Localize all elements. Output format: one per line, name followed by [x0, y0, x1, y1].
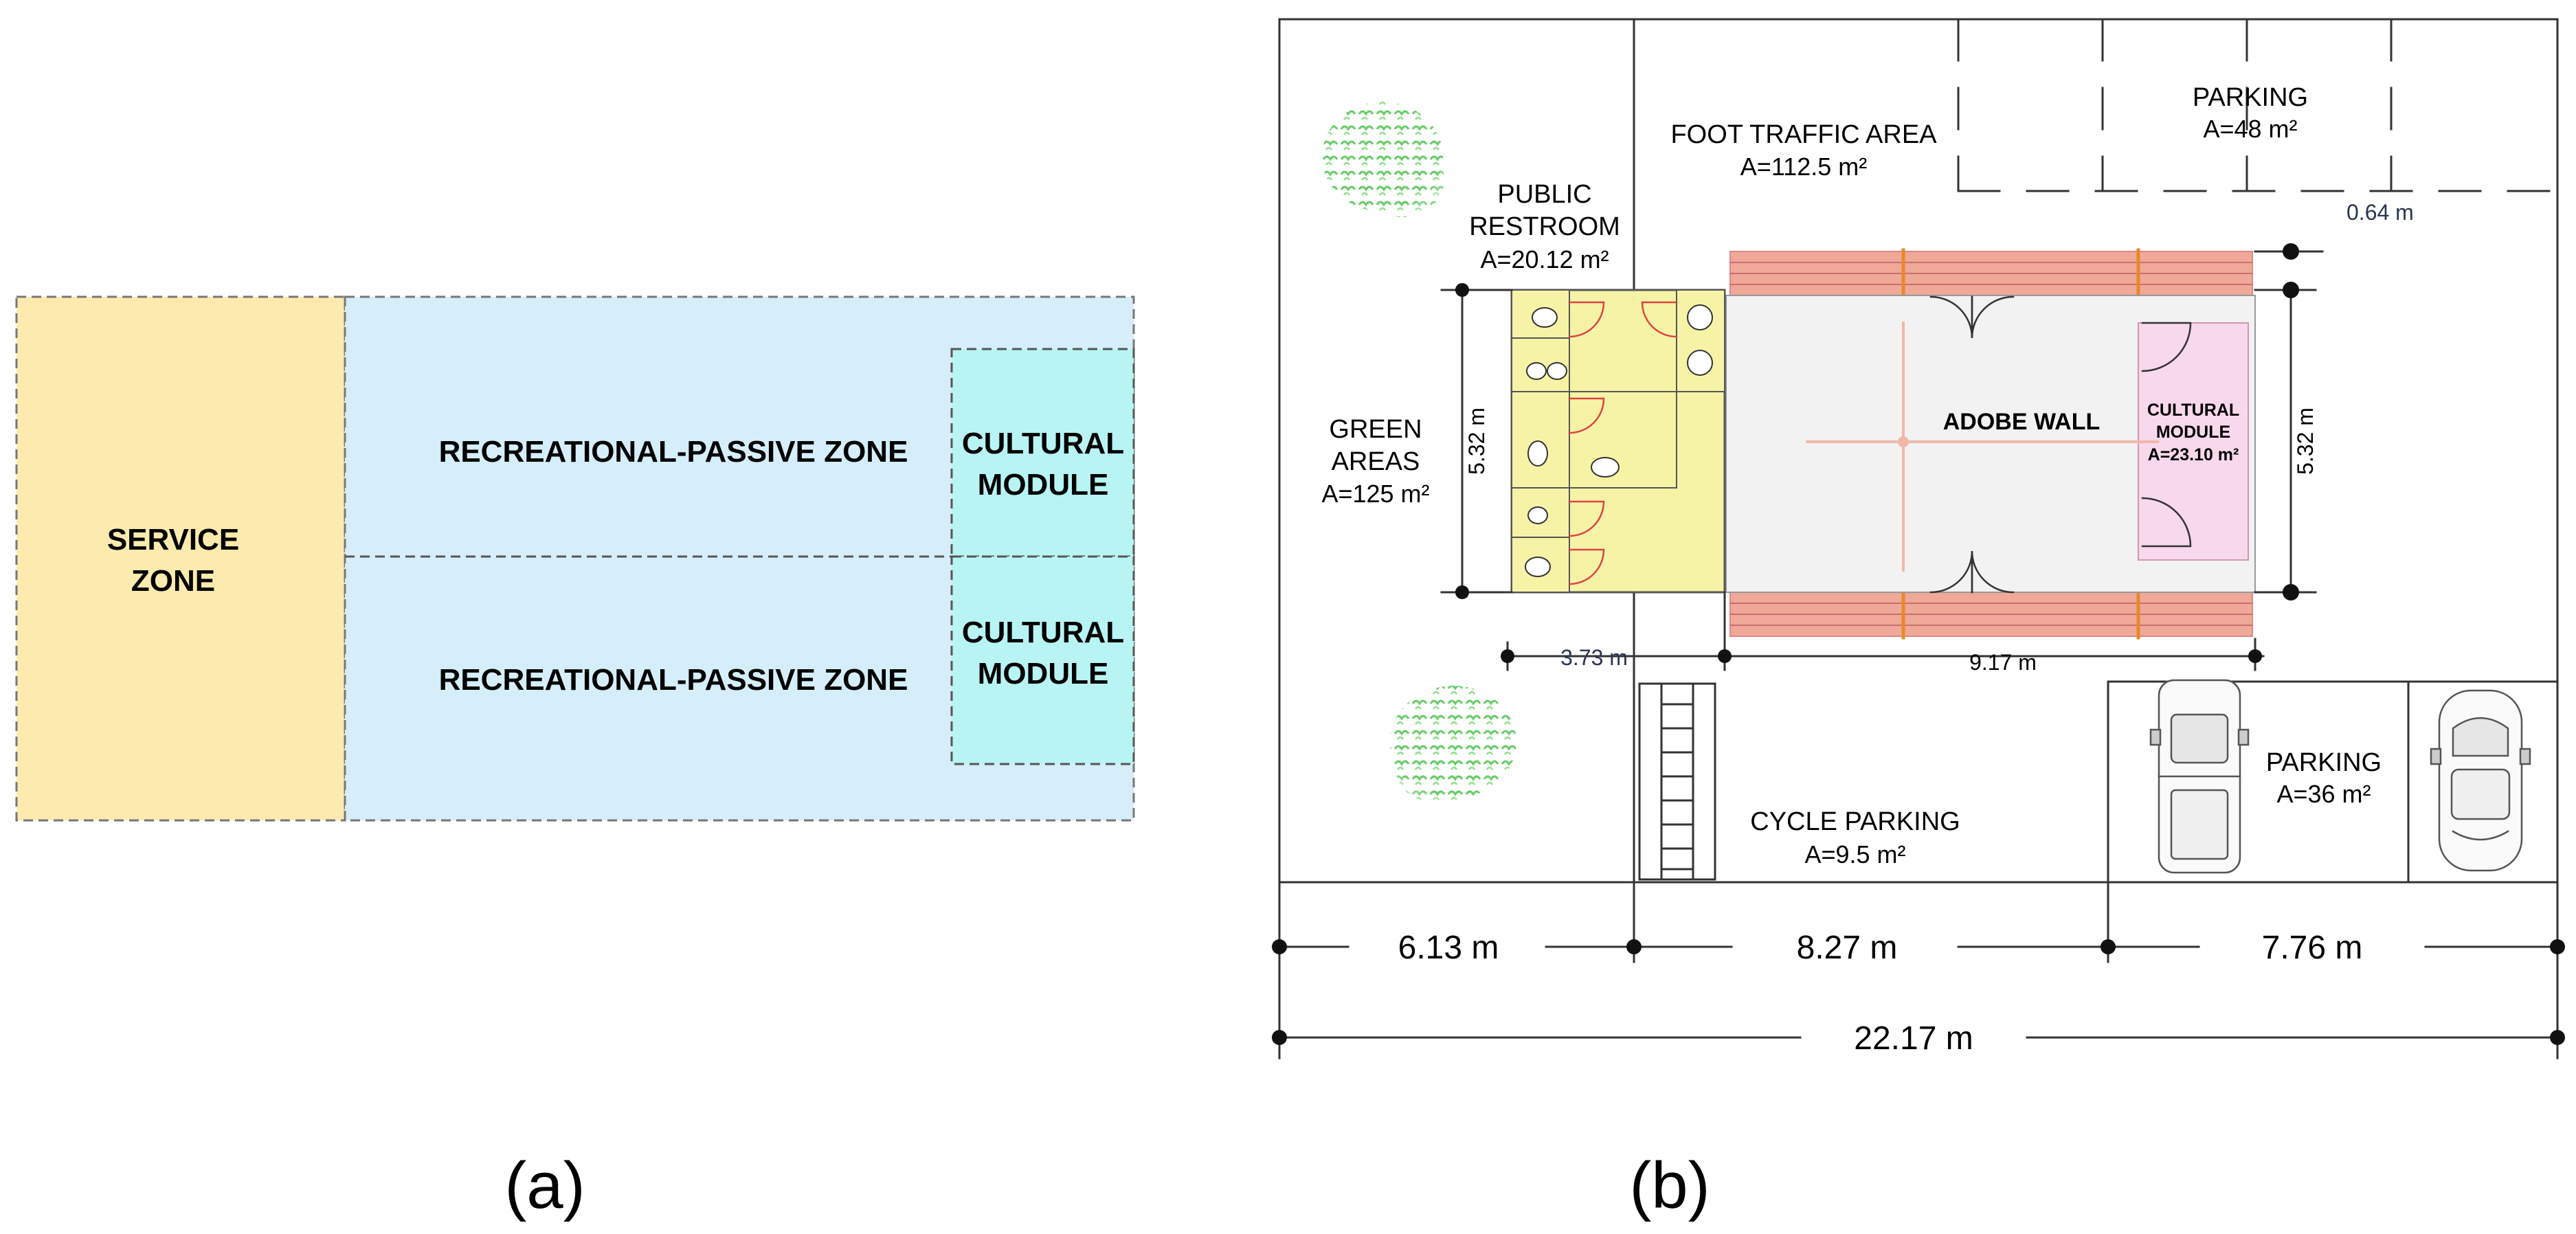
bike-rack-icon	[1638, 682, 1716, 881]
site-plan: FOOT TRAFFIC AREA A=112.5 m² PARKING A=4…	[1272, 18, 2565, 1222]
foot-traffic-label: FOOT TRAFFIC AREA	[1670, 120, 1937, 149]
service-zone-label-2: ZONE	[131, 564, 215, 598]
cultural-module-bottom	[950, 555, 1135, 765]
parking-top-area: A=48 m²	[2203, 115, 2297, 143]
panel-b-caption: (b)	[1629, 1149, 1710, 1222]
public-restroom-label-1: PUBLIC	[1497, 180, 1591, 209]
parking-bottom-area: A=36 m²	[2276, 780, 2371, 808]
bench-row-top	[1729, 248, 2253, 299]
shrub-icon-bottom	[1390, 686, 1516, 804]
public-restroom-label-2: RESTROOM	[1469, 212, 1620, 241]
restroom-door-arcs	[1568, 301, 1678, 585]
cultural-module-label-2: MODULE	[2156, 423, 2230, 442]
cultural-module-top-label-1: CULTURAL	[962, 427, 1124, 460]
shrub-icon-top	[1322, 102, 1444, 217]
dim-module-width: 9.17 m	[1969, 650, 2037, 675]
bench-row-bottom	[1729, 589, 2253, 640]
cultural-module-top	[950, 348, 1135, 558]
parking-stalls-top	[1957, 18, 2559, 192]
public-restroom-area: A=20.12 m²	[1480, 245, 1609, 273]
green-areas-label-2: AREAS	[1332, 447, 1420, 476]
recreational-zone-bottom-label: RECREATIONAL-PASSIVE ZONE	[439, 663, 908, 697]
parking-bottom-label: PARKING	[2266, 748, 2382, 777]
parking-top-label: PARKING	[2193, 83, 2308, 112]
cultural-module-bottom-label-1: CULTURAL	[962, 616, 1124, 649]
dim-height-right: 5.32 m	[2293, 407, 2318, 475]
green-areas-area: A=125 m²	[1321, 480, 1429, 508]
dim-height-left: 5.32 m	[1464, 407, 1489, 475]
dim-seg-1: 6.13 m	[1398, 930, 1499, 966]
dim-offset: 0.64 m	[2347, 200, 2414, 225]
service-zone	[15, 295, 346, 822]
toilet-icons	[1525, 304, 1713, 577]
dimension-nodes	[1272, 243, 2565, 1045]
cultural-module-bottom-label-2: MODULE	[978, 657, 1109, 691]
dim-seg-3: 7.76 m	[2262, 930, 2363, 966]
adobe-wall-label: ADOBE WALL	[1943, 409, 2101, 435]
adobe-wall-axes	[1806, 322, 2159, 572]
dim-seg-2: 8.27 m	[1797, 930, 1898, 966]
recreational-zone-top-label: RECREATIONAL-PASSIVE ZONE	[439, 435, 908, 469]
car-pickup-icon	[2149, 679, 2250, 874]
cycle-parking-label: CYCLE PARKING	[1750, 807, 1960, 836]
cultural-module-area: A=23.10 m²	[2148, 445, 2239, 464]
zoning-diagram: SERVICE ZONE RECREATIONAL-PASSIVE ZONE R…	[15, 295, 1135, 1222]
service-zone-label-1: SERVICE	[107, 523, 239, 557]
door-arcs	[1929, 295, 2192, 594]
dim-restroom-width: 3.73 m	[1560, 645, 1628, 670]
site-boundary	[1278, 18, 2559, 884]
panel-a-caption: (a)	[504, 1149, 585, 1222]
cultural-module-top-label-2: MODULE	[978, 468, 1109, 502]
dim-total: 22.17 m	[1854, 1020, 1973, 1057]
green-areas-label-1: GREEN	[1329, 415, 1422, 444]
cycle-parking-area: A=9.5 m²	[1804, 840, 1905, 868]
restroom-block	[1510, 289, 1726, 594]
car-sedan-icon	[2430, 689, 2531, 872]
foot-traffic-area: A=112.5 m²	[1740, 153, 1867, 181]
cultural-module-label-1: CULTURAL	[2147, 401, 2239, 420]
